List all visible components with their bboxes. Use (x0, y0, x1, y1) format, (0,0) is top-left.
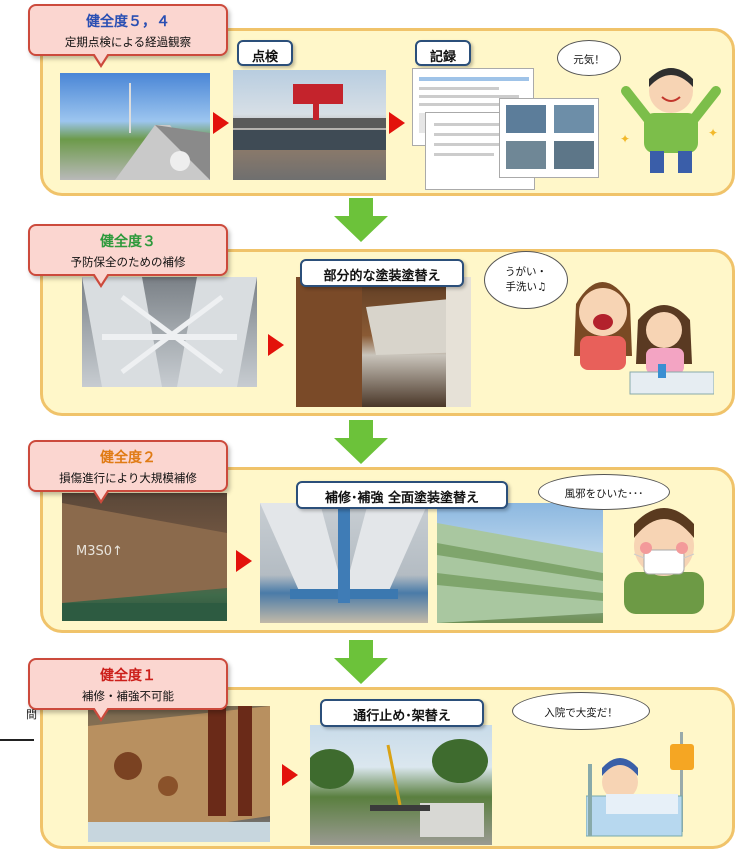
level-desc: 定期点検による経過観察 (64, 35, 192, 49)
healthy-person-icon: ✦✦ (620, 68, 721, 173)
record-sheet-lines (434, 123, 524, 156)
corroded-girder-photo (88, 706, 270, 842)
step-record-label: 記録 (415, 40, 471, 66)
full-repaint-photo-1 (260, 503, 428, 623)
bridge-deck-illustration (115, 83, 210, 180)
hospital-illustration (585, 724, 718, 842)
green-down-arrow (334, 420, 388, 464)
gargle-people-icon (574, 282, 715, 395)
svg-text:✦: ✦ (708, 126, 718, 140)
inspection-illustration (233, 84, 386, 150)
cold-person-icon (624, 508, 704, 614)
closure-rebuild-illustration (310, 739, 488, 837)
speech-gargle-line1: うがい・ (505, 266, 547, 278)
damaged-girder-photo: M3S0↑ (62, 493, 227, 621)
damaged-girder-illustration: M3S0↑ (62, 503, 227, 621)
speech-gargle: うがい・ 手洗い♫ (484, 251, 568, 309)
speech-healthy: 元気！ (557, 40, 621, 76)
side-divider (0, 739, 34, 741)
green-down-arrow (334, 640, 388, 684)
level-desc: 予防保全のための補修 (70, 255, 186, 269)
flow-arrow (389, 112, 405, 134)
flow-arrow (236, 550, 252, 572)
record-photo-sheet (499, 98, 599, 178)
healthy-person-illustration: ✦✦ (618, 63, 723, 175)
corroded-girder-illustration (88, 706, 270, 842)
record-photo-grid (506, 105, 594, 169)
level-title: 健全度５，４ (86, 14, 170, 30)
level-title: 健全度１ (100, 668, 156, 684)
side-fragment-text: 間 (26, 708, 37, 721)
bridge-underside-photo-1 (82, 277, 257, 387)
level-callout-2: 健全度２ 損傷進行により大規模補修 (28, 440, 228, 504)
flow-arrow (268, 334, 284, 356)
bridge-deck-photo (60, 73, 210, 180)
step-full-repaint-label: 補修･補強 全面塗装塗替え (296, 481, 508, 509)
gargle-people-illustration (566, 264, 715, 396)
level-callout-5-4: 健全度５，４ 定期点検による経過観察 (28, 4, 228, 68)
speech-cold: 風邪をひいた･･･ (538, 474, 670, 510)
inspection-photo (233, 70, 386, 180)
level-title: 健全度３ (100, 234, 156, 250)
level-desc: 補修・補強不可能 (82, 689, 174, 703)
bridge-girders-illustration (82, 277, 257, 387)
closure-rebuild-photo (310, 725, 492, 845)
svg-text:✦: ✦ (620, 132, 630, 146)
hospital-bed-icon (585, 732, 694, 837)
full-repaint-illustration-1 (260, 503, 428, 603)
flow-arrow (282, 764, 298, 786)
green-down-arrow (334, 198, 388, 242)
level-desc: 損傷進行により大規模補修 (59, 471, 197, 485)
level-title: 健全度２ (100, 450, 156, 466)
step-inspection-label: 点検 (237, 40, 293, 66)
speech-gargle-line2: 手洗い♫ (505, 281, 547, 293)
level-callout-1: 健全度１ 補修・補強不可能 (28, 658, 228, 722)
svg-text:M3S0↑: M3S0↑ (76, 544, 123, 559)
full-repaint-illustration-2 (437, 523, 603, 623)
partial-repaint-illustration (296, 277, 471, 407)
partial-repaint-photo (296, 277, 471, 407)
speech-hospital: 入院で大変だ！ (512, 692, 650, 730)
step-partial-repaint-label: 部分的な塗装塗替え (300, 259, 464, 287)
cold-person-illustration (610, 502, 718, 614)
step-closure-label: 通行止め･架替え (320, 699, 484, 727)
flow-arrow (213, 112, 229, 134)
full-repaint-photo-2 (437, 503, 603, 623)
level-callout-3: 健全度３ 予防保全のための補修 (28, 224, 228, 288)
